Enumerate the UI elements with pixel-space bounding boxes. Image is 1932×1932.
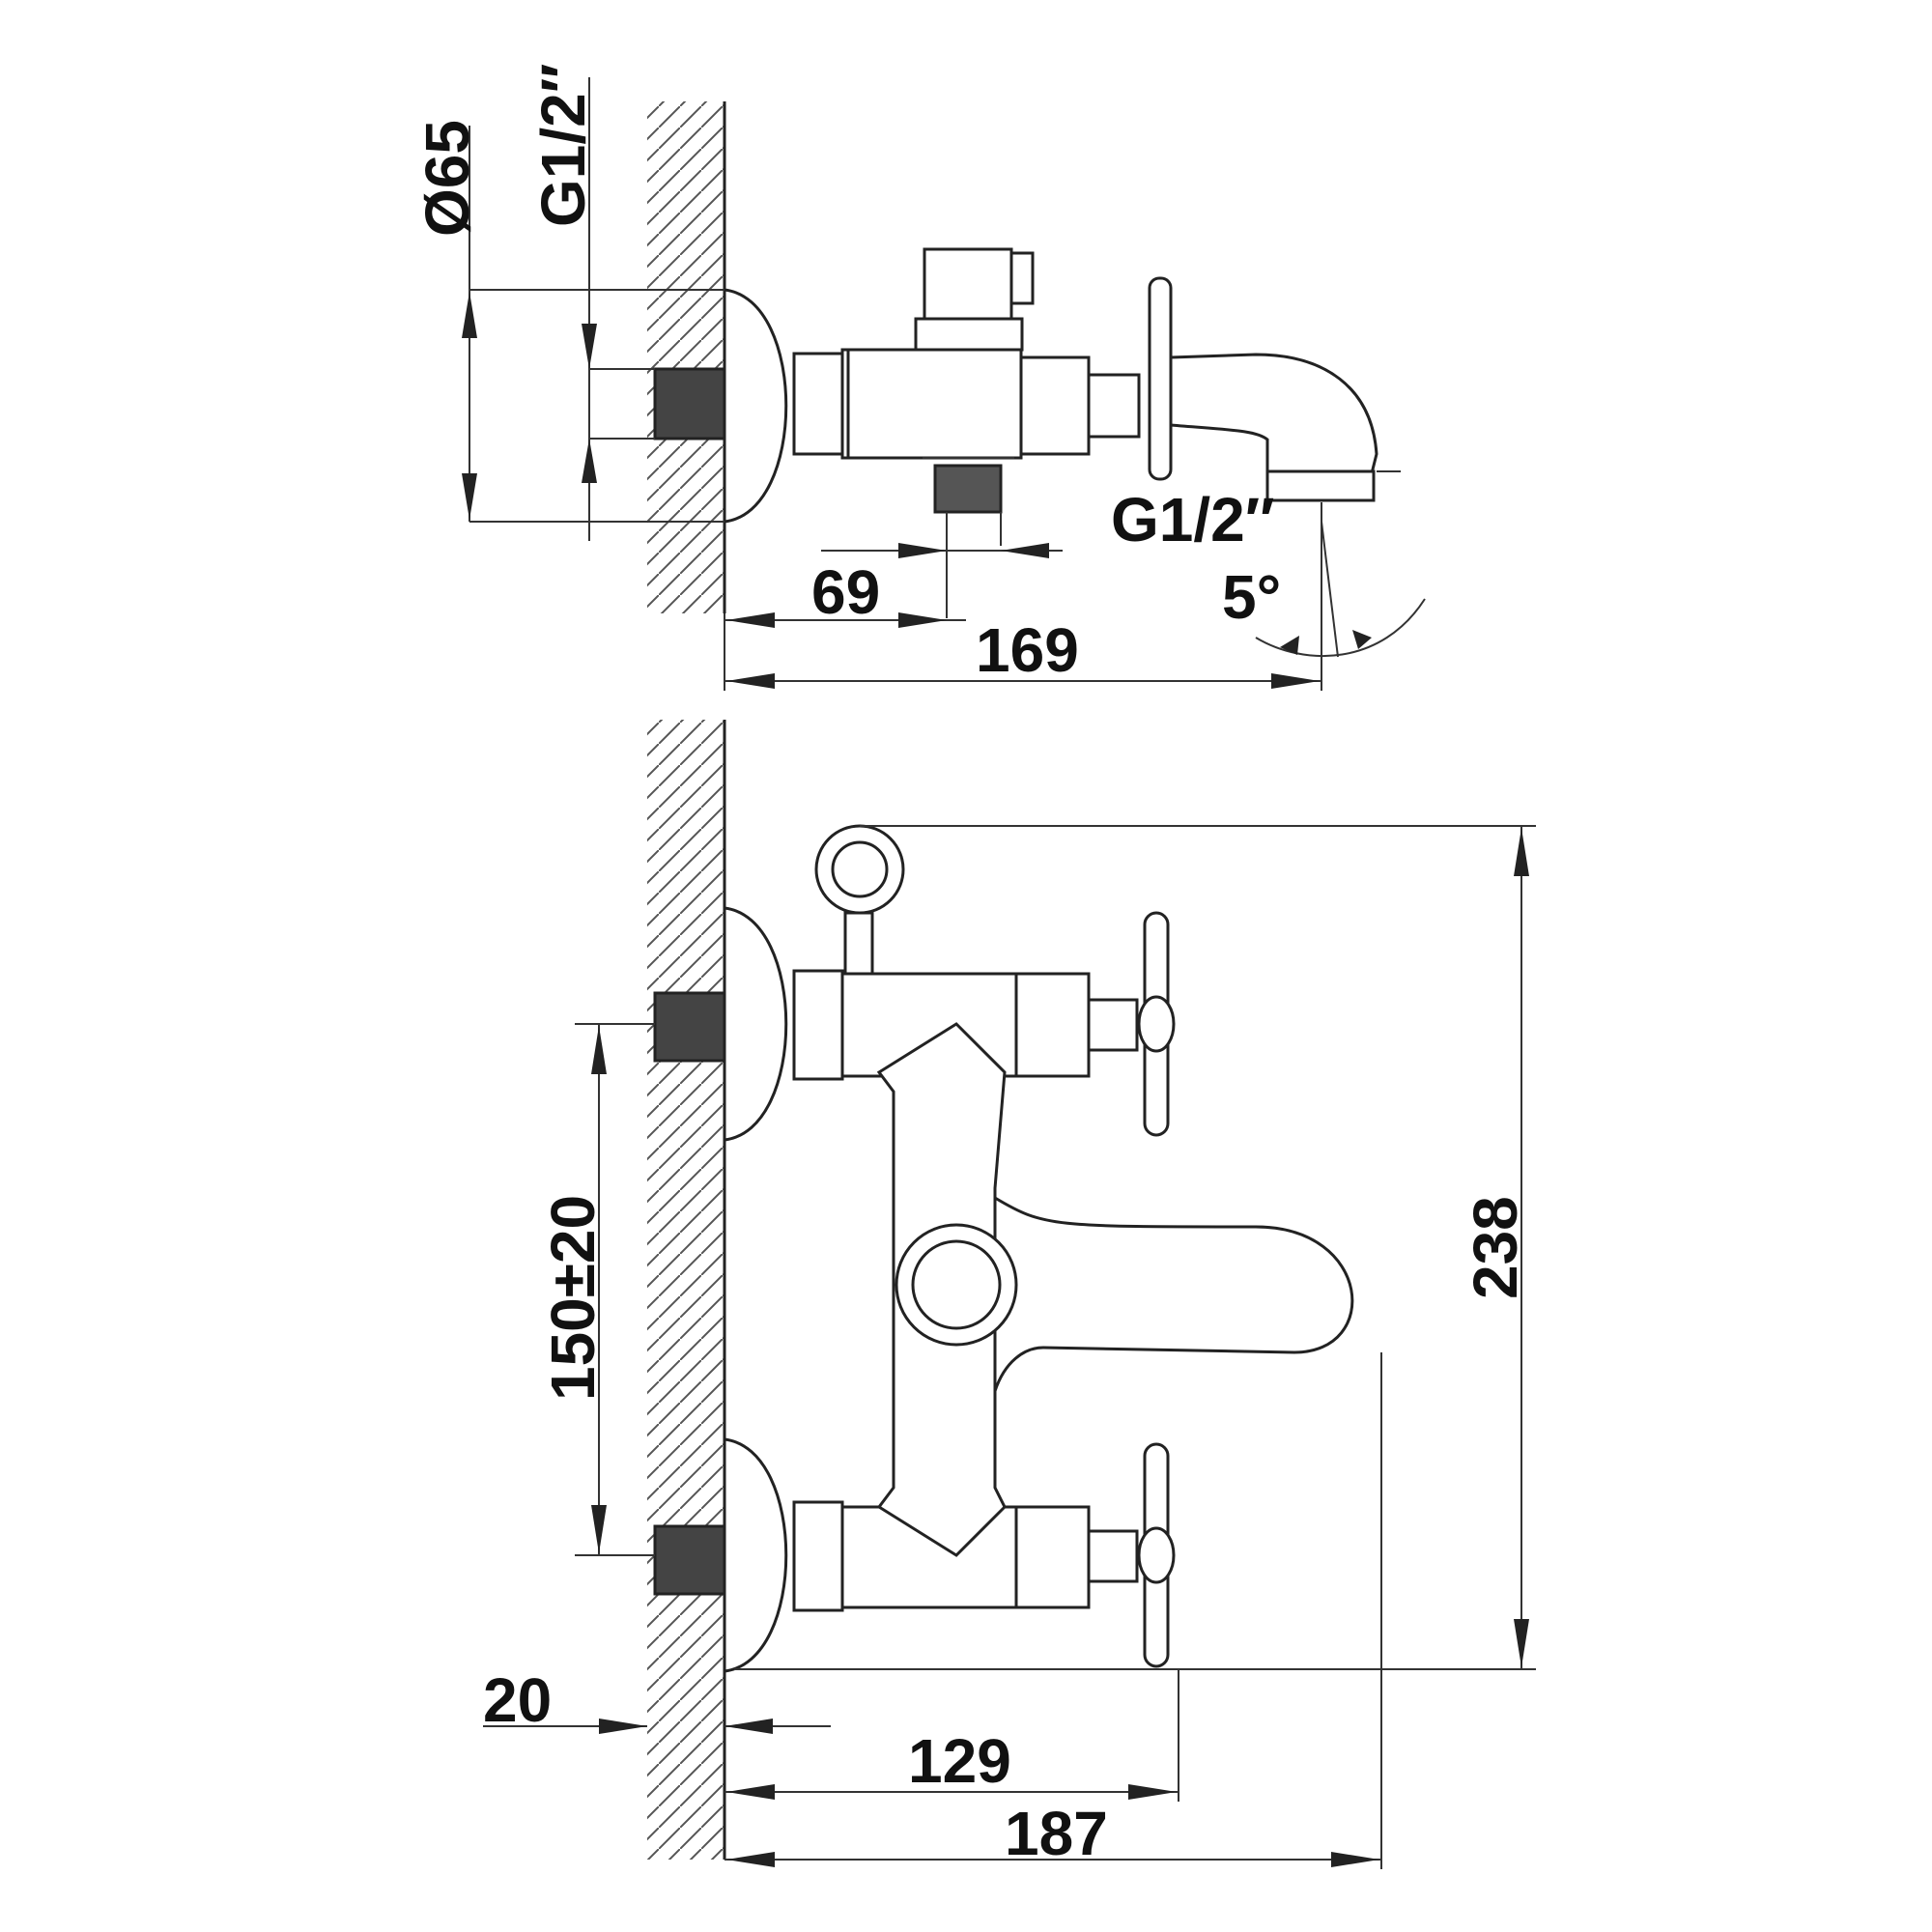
dim-angle-5: 5°: [1222, 562, 1281, 632]
inlet-thread-top: [653, 367, 726, 440]
nut-top: [792, 352, 844, 456]
shower-outlet-thread: [933, 464, 1003, 514]
dim-depth-187: 187: [1005, 1799, 1108, 1868]
wall-hatch-top: [647, 101, 724, 613]
escutcheon-lower: [723, 1437, 788, 1673]
dim-diameter-65: Ø65: [412, 120, 482, 237]
dim-centers-150: 150±20: [538, 1195, 608, 1401]
spout: [1169, 353, 1378, 475]
dim-offset-69: 69: [811, 557, 880, 627]
diverter-top: [914, 317, 1024, 352]
dim-length-169: 169: [976, 615, 1079, 685]
dim-outlet-thread: G1/2″: [1111, 485, 1274, 554]
escutcheon-upper: [723, 906, 788, 1142]
mixer-body-side: [840, 348, 1023, 460]
dim-height-238: 238: [1461, 1196, 1530, 1299]
lever-handle: [993, 1195, 1354, 1392]
inlet-thread-upper: [653, 991, 726, 1063]
side-view: Ø65 G1/2″ G1/2″ 69 169 5°: [412, 64, 1426, 691]
hose-holder: [814, 824, 905, 915]
inlet-thread-lower: [653, 1524, 726, 1596]
diverter-knob: [923, 247, 1013, 321]
diverter-knob-front: [895, 1223, 1018, 1347]
dim-inlet-thread: G1/2″: [528, 64, 598, 227]
front-view: 150±20 238 20 129 187: [483, 720, 1536, 1869]
escutcheon-top: [723, 288, 788, 524]
wall-hatch-bottom: [647, 720, 724, 1860]
dim-wall-20: 20: [483, 1665, 552, 1735]
dim-handle-129: 129: [908, 1726, 1011, 1796]
handle-side: [1148, 276, 1173, 481]
